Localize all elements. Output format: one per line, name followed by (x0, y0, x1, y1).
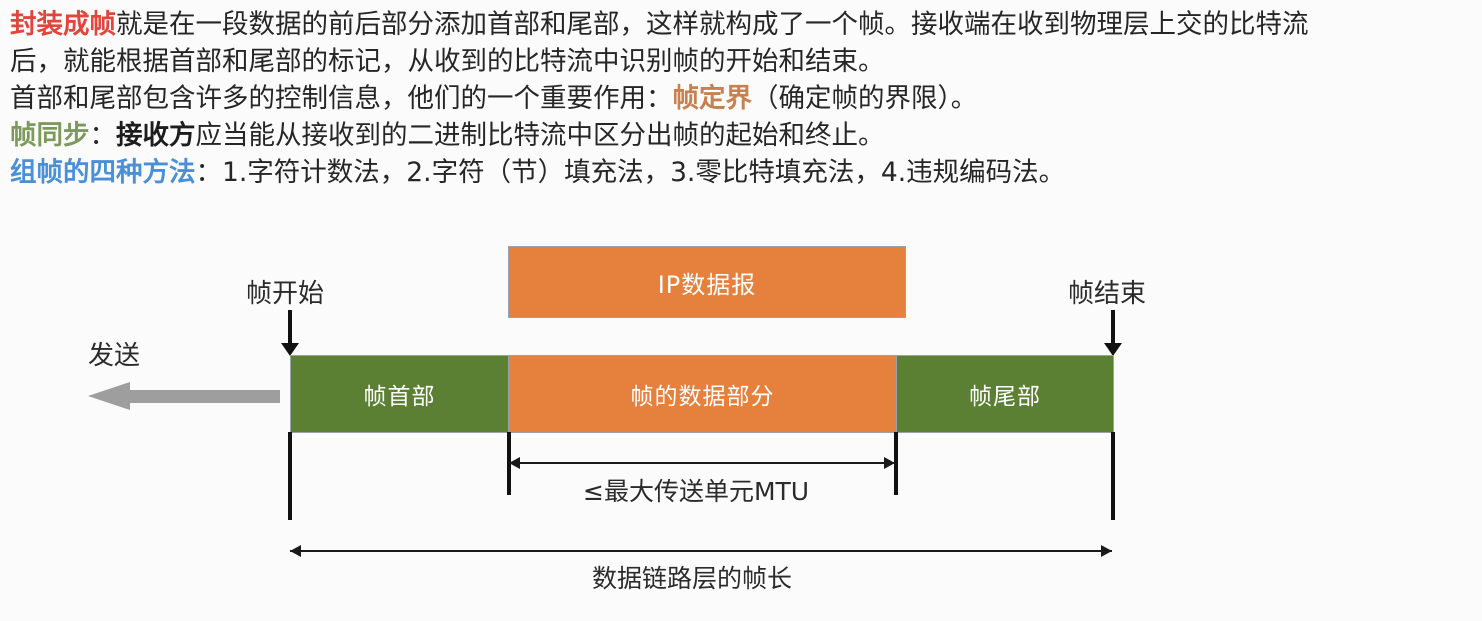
note-line-5-separator: ： (195, 157, 223, 188)
note-line-4-rest: 应当能从接收到的二进制比特流中区分出帧的起始和终止。 (195, 120, 885, 151)
frame-trailer-cell: 帧尾部 (896, 355, 1114, 433)
ip-datagram-label: IP数据报 (657, 270, 757, 299)
frame-length-right-tick (1111, 432, 1115, 520)
note-line-4: 帧同步：接收方应当能从接收到的二进制比特流中区分出帧的起始和终止。 (10, 117, 1472, 154)
keyword-four-framing-methods: 组帧的四种方法 (10, 157, 196, 188)
frame-trailer-label: 帧尾部 (969, 384, 1041, 410)
note-line-5: 组帧的四种方法：1.字符计数法，2.字符（节）填充法，3.零比特填充法，4.违规… (10, 154, 1472, 191)
note-line-3-suffix: （确定帧的界限）。 (752, 83, 978, 114)
frame-length-left-tick (288, 432, 292, 520)
note-line-1: 封装成帧就是在一段数据的前后部分添加首部和尾部，这样就构成了一个帧。接收端在收到… (10, 6, 1472, 43)
frame-end-arrow-icon (1104, 310, 1122, 356)
frame-start-label: 帧开始 (246, 279, 325, 309)
frame-bar: 帧首部 帧的数据部分 帧尾部 (290, 355, 1114, 433)
frame-header-label: 帧首部 (363, 384, 436, 410)
keyword-frame-delimiting: 帧定界 (672, 83, 753, 114)
keyword-framing: 封装成帧 (10, 9, 116, 40)
frame-length-label: 数据链路层的帧长 (592, 564, 793, 593)
mtu-right-tick (894, 432, 898, 495)
frame-header-cell: 帧首部 (290, 355, 509, 433)
note-line-1-rest: 就是在一段数据的前后部分添加首部和尾部，这样就构成了一个帧。接收端在收到物理层上… (116, 9, 1309, 40)
note-line-2: 后，就能根据首部和尾部的标记，从收到的比特流中识别帧的开始和结束。 (10, 46, 885, 77)
frame-data-cell: 帧的数据部分 (509, 355, 896, 433)
note-line-3: 首部和尾部包含许多的控制信息，他们的一个重要作用：帧定界（确定帧的界限）。 (10, 80, 1472, 117)
mtu-label: ≤最大传送单元MTU (583, 477, 810, 506)
frame-data-label: 帧的数据部分 (630, 384, 775, 410)
ip-datagram-box: IP数据报 (508, 246, 906, 318)
note-line-4-separator: ： (89, 120, 117, 151)
send-label: 发送 (88, 341, 141, 371)
mtu-dimension-arrow-icon (509, 457, 895, 469)
frame-end-label: 帧结束 (1068, 279, 1147, 309)
frame-start-arrow-icon (281, 310, 299, 356)
note-line-5-methods: 1.字符计数法，2.字符（节）填充法，3.零比特填充法，4.违规编码法。 (222, 157, 1066, 188)
note-line-3-prefix: 首部和尾部包含许多的控制信息，他们的一个重要作用： (10, 83, 673, 114)
frame-length-dimension-arrow-icon (290, 545, 1112, 557)
lecture-notes-text: 封装成帧就是在一段数据的前后部分添加首部和尾部，这样就构成了一个帧。接收端在收到… (10, 6, 1472, 191)
keyword-frame-sync: 帧同步 (10, 120, 90, 151)
send-direction-arrow-icon (88, 382, 280, 410)
keyword-receiver: 接收方 (116, 120, 196, 151)
